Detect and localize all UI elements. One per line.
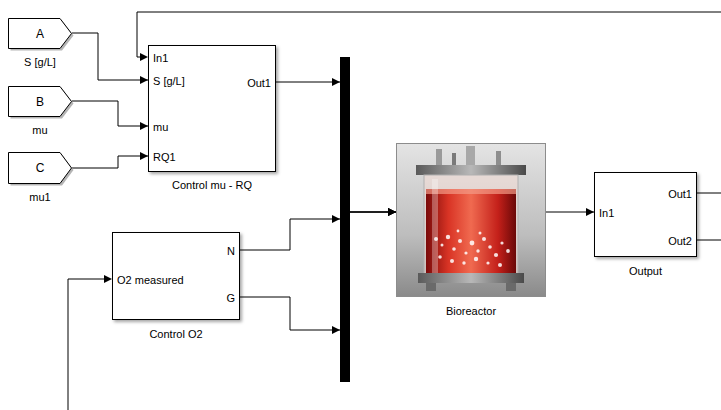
port-label: O2 measured — [117, 273, 184, 287]
block-name: mu1 — [29, 190, 50, 204]
signal-line — [546, 212, 594, 213]
tag-label: C — [8, 161, 72, 175]
measurement-wire — [68, 279, 105, 410]
signal-line — [276, 82, 396, 212]
tag-shape — [9, 153, 72, 184]
port-label: In1 — [599, 206, 614, 220]
block-name: Control mu - RQ — [172, 178, 252, 192]
bioreactor-illustration — [396, 143, 546, 297]
tag-label: B — [8, 95, 72, 109]
block-name: mu — [32, 123, 47, 137]
tag-shape — [9, 87, 72, 117]
port-label: Out2 — [668, 234, 692, 248]
goto-tag: Cmu1 — [8, 152, 72, 184]
block-name: S [g/L] — [24, 55, 56, 69]
tag-label: A — [8, 27, 72, 41]
mux-bar — [340, 57, 350, 382]
bioreactor-block: Bioreactor — [396, 143, 546, 297]
block-name: Control O2 — [149, 327, 202, 341]
subsystem-block: O2 measuredNGControl O2 — [112, 232, 240, 320]
port-label: N — [227, 244, 235, 258]
port-label: mu — [153, 120, 168, 134]
mux-arrowhead — [332, 326, 340, 334]
tag-shape — [9, 19, 72, 49]
port-label: RQ1 — [153, 150, 176, 164]
wire-arrowhead — [140, 53, 148, 61]
subsystem-block: In1S [g/L]muRQ1Out1Control mu - RQ — [148, 45, 276, 172]
wire-arrowhead — [104, 275, 112, 283]
signal-line — [240, 212, 396, 250]
port-label: S [g/L] — [153, 74, 185, 88]
mux-arrowhead — [332, 78, 340, 86]
goto-tag: AS [g/L] — [8, 18, 72, 49]
signal-line — [72, 156, 148, 168]
subsystem-block: In1Out1Out2Output — [594, 172, 697, 257]
output-wire — [697, 240, 721, 241]
signal-line — [72, 101, 148, 126]
port-label: Out1 — [668, 187, 692, 201]
port-label: Out1 — [247, 76, 271, 90]
port-label: G — [226, 291, 235, 305]
goto-tag: Bmu — [8, 86, 72, 117]
output-wire — [697, 193, 721, 194]
block-name: Bioreactor — [446, 304, 496, 318]
block-name: Output — [629, 264, 662, 278]
mux-arrowhead — [332, 215, 340, 223]
signal-line — [240, 212, 396, 330]
port-label: In1 — [153, 51, 168, 65]
